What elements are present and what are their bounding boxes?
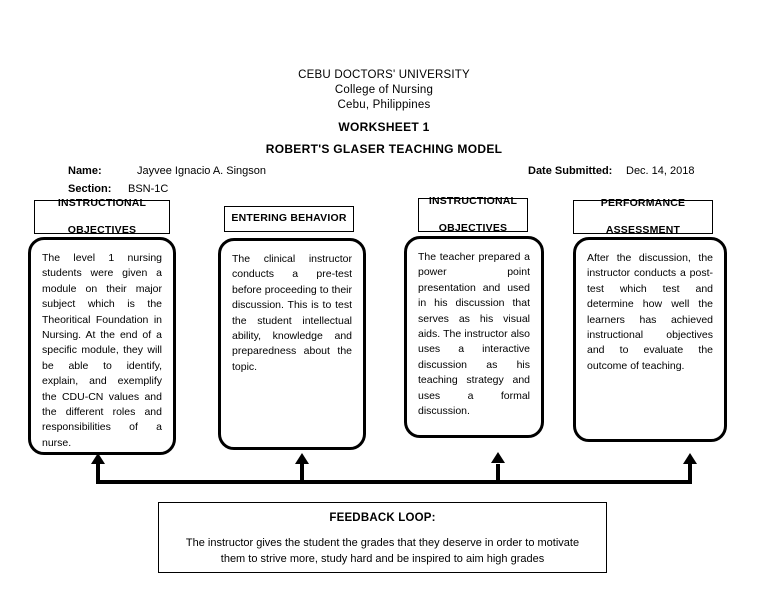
- stage-heading-line1: ENTERING BEHAVIOR: [231, 212, 347, 225]
- stage-heading-line2: ASSESSMENT: [605, 223, 681, 236]
- feedback-loop-box: FEEDBACK LOOP: The instructor gives the …: [158, 502, 607, 573]
- date-submitted-label: Date Submitted:: [528, 165, 613, 177]
- stage-heading-line2: OBJECTIVES: [438, 221, 508, 234]
- feedback-riser-2: [300, 464, 304, 484]
- feedback-arrowhead-1: [91, 453, 105, 464]
- stage-body-entering-behavior: The clinical instructor conducts a pre-t…: [218, 238, 366, 450]
- stage-header-instructional-objectives-2: INSTRUCTIONAL OBJECTIVES: [418, 194, 528, 234]
- feedback-riser-3: [496, 464, 500, 484]
- stage-heading-line1: INSTRUCTIONAL: [428, 194, 518, 207]
- name-label: Name:: [68, 165, 102, 177]
- stage-body-instructional-objectives-2: The teacher prepared a power point prese…: [404, 236, 544, 438]
- stage-heading-line1: PERFORMANCE: [600, 196, 686, 209]
- feedback-arrowhead-3: [491, 452, 505, 463]
- stage-body-performance-assessment: After the discussion, the instructor con…: [573, 237, 727, 442]
- stage-header-instructional-objectives-1: INSTRUCTIONAL OBJECTIVES: [34, 196, 170, 236]
- section-label: Section:: [68, 183, 112, 195]
- stage-heading-line1: INSTRUCTIONAL: [57, 196, 147, 209]
- city-line: Cebu, Philippines: [337, 99, 431, 111]
- stage-body-text: The teacher prepared a power point prese…: [418, 251, 530, 418]
- page-title: ROBERT'S GLASER TEACHING MODEL: [265, 142, 503, 156]
- stage-body-instructional-objectives-1: The level 1 nursing students were given …: [28, 237, 176, 455]
- stage-body-text: The level 1 nursing students were given …: [42, 252, 162, 449]
- feedback-loop-rail: [96, 480, 692, 484]
- stage-header-performance-assessment: PERFORMANCE ASSESSMENT: [573, 196, 713, 236]
- feedback-loop-title: FEEDBACK LOOP:: [329, 512, 436, 524]
- stage-heading-line2: OBJECTIVES: [67, 223, 137, 236]
- feedback-riser-1: [96, 464, 100, 484]
- name-value: Jayvee Ignacio A. Singson: [137, 165, 267, 177]
- stage-body-text: After the discussion, the instructor con…: [587, 252, 713, 372]
- feedback-riser-4: [688, 464, 692, 484]
- stage-header-entering-behavior: ENTERING BEHAVIOR: [224, 206, 354, 232]
- university-name: CEBU DOCTORS' UNIVERSITY: [298, 69, 470, 81]
- date-submitted-value: Dec. 14, 2018: [626, 165, 695, 177]
- section-value: BSN-1C: [128, 183, 169, 195]
- college-name: College of Nursing: [334, 84, 434, 96]
- feedback-loop-text: The instructor gives the student the gra…: [185, 537, 580, 565]
- feedback-arrowhead-4: [683, 453, 697, 464]
- stage-body-text: The clinical instructor conducts a pre-t…: [232, 253, 352, 373]
- worksheet-number: WORKSHEET 1: [338, 120, 430, 134]
- feedback-arrowhead-2: [295, 453, 309, 464]
